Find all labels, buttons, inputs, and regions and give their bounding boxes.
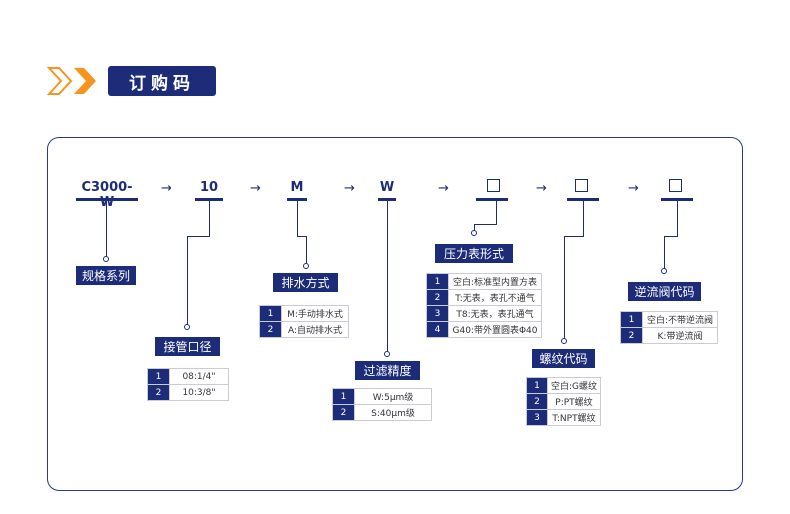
arrow-icon: → — [344, 181, 355, 196]
chevron-outline-icon — [47, 67, 73, 95]
connector-pipe — [187, 236, 210, 237]
connector-drain — [306, 236, 307, 264]
connector-check — [664, 236, 665, 270]
connector-drain — [297, 201, 298, 236]
connector-gauge — [474, 224, 475, 232]
connector-check — [677, 201, 678, 236]
connector-thread — [564, 236, 565, 340]
arrow-icon: → — [161, 181, 172, 196]
connector-pipe — [209, 201, 210, 236]
label-series: 规格系列 — [76, 266, 136, 285]
code-placeholder-thread — [575, 179, 588, 192]
label-pipe: 接管口径 — [155, 337, 220, 356]
page-title: 订购码 — [108, 66, 216, 96]
code-underline-series — [76, 198, 138, 201]
arrow-icon: → — [438, 181, 449, 196]
arrow-icon: → — [250, 181, 261, 196]
label-filter: 过滤精度 — [355, 361, 420, 380]
code-underline-pipe — [195, 198, 223, 201]
label-gauge: 压力表形式 — [435, 244, 513, 263]
connector-filter — [387, 201, 388, 353]
connector-dot — [471, 230, 477, 236]
code-underline-gauge — [476, 198, 508, 201]
arrow-icon: → — [628, 181, 639, 196]
connector-thread — [564, 236, 584, 237]
label-thread: 螺纹代码 — [532, 349, 595, 368]
code-underline-check — [661, 198, 693, 201]
code-placeholder-gauge — [487, 179, 500, 192]
code-underline-filter — [378, 198, 396, 201]
connector-dot — [103, 256, 109, 262]
label-check: 逆流阀代码 — [628, 282, 701, 301]
code-underline-drain — [287, 198, 307, 201]
code-drain: M — [290, 180, 304, 195]
chevron-filled-icon — [74, 68, 96, 94]
connector-check — [664, 236, 678, 237]
connector-series — [106, 201, 107, 258]
connector-dot — [661, 268, 667, 274]
arrow-icon: → — [536, 181, 547, 196]
connector-drain — [297, 236, 306, 237]
connector-dot — [384, 351, 390, 357]
connector-thread — [583, 201, 584, 236]
order-code-frame — [47, 137, 743, 491]
connector-dot — [561, 338, 567, 344]
code-filter: W — [379, 180, 395, 195]
code-placeholder-check — [669, 179, 682, 192]
code-underline-thread — [567, 198, 599, 201]
connector-pipe — [187, 236, 188, 325]
connector-dot — [303, 263, 309, 269]
connector-gauge — [474, 224, 497, 225]
connector-gauge — [496, 201, 497, 224]
code-pipe: 10 — [199, 180, 219, 195]
connector-dot — [184, 324, 190, 330]
code-series: C3000-W — [81, 180, 133, 210]
label-drain: 排水方式 — [273, 273, 338, 292]
